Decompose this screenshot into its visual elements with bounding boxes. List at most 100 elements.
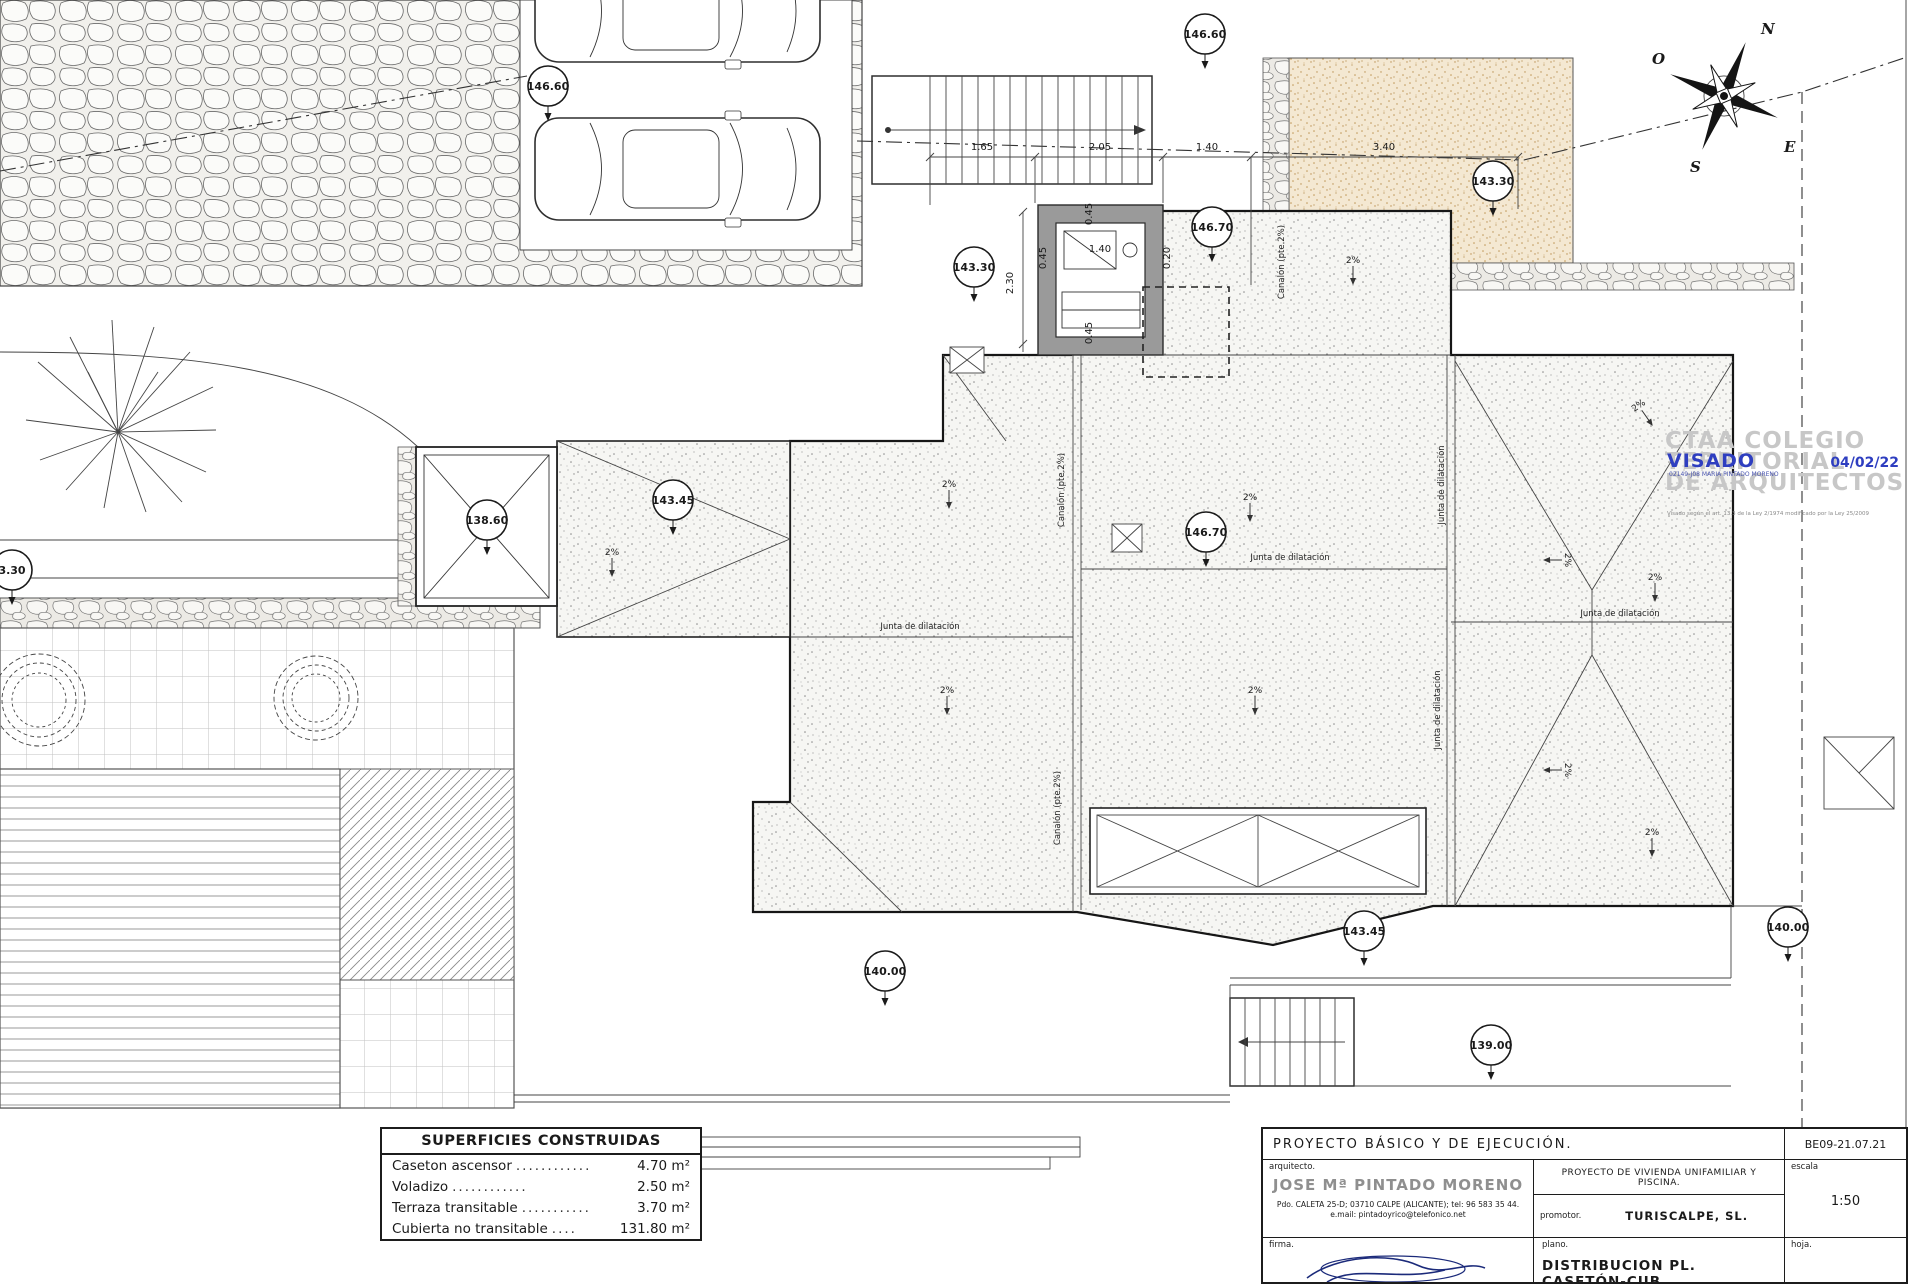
dimension-label: 0.45 [1084, 322, 1095, 344]
svg-text:143.30: 143.30 [1472, 175, 1515, 188]
bush [0, 653, 86, 747]
elevation-marker: 140.00 [1767, 906, 1810, 962]
svg-text:2%: 2% [1243, 493, 1258, 503]
slope-arrow: 2% [1346, 256, 1361, 285]
stairs-top [871, 75, 1153, 185]
car [534, 0, 821, 70]
page-label: hoja. [1791, 1240, 1812, 1250]
svg-text:140.00: 140.00 [864, 965, 907, 978]
expansion-joint-label: Junta de dilatación [1432, 670, 1443, 750]
slope-arrow: 2% [1248, 686, 1263, 715]
architect-address: Pdo. CALETA 25-D; 03710 CALPE (ALICANTE)… [1276, 1200, 1520, 1209]
dimension-label: 2.05 [1089, 142, 1111, 153]
sheet-code: BE09-21.07.21 [1784, 1129, 1906, 1159]
dimension-label: 0.20 [1162, 247, 1173, 269]
area-value: 4.70 m² [637, 1158, 690, 1174]
svg-text:139.00: 139.00 [1470, 1039, 1513, 1052]
sheet-name: DISTRIBUCION PL. CASETÓN-CUB [1542, 1258, 1696, 1282]
compass-rose: N O E S [1652, 20, 1796, 176]
expansion-joint-label: Junta de dilatación [879, 621, 959, 632]
table-row: Caseton ascensor ............ 4.70 m² [382, 1155, 700, 1176]
elevation-marker: 146.60 [527, 65, 570, 121]
visado-text: VISADO [1667, 450, 1756, 472]
steps-strip [647, 1136, 1081, 1170]
architect-name: JOSE Mª PINTADO MORENO [1272, 1176, 1524, 1194]
areas-table-title: SUPERFICIES CONSTRUIDAS [382, 1129, 700, 1155]
roof-triangle-section [556, 440, 791, 638]
area-label: Terraza transitable [392, 1200, 518, 1216]
compass-e-label: E [1783, 138, 1796, 156]
bush [273, 655, 359, 741]
visado-date: 04/02/22 [1830, 455, 1899, 471]
dimension-label: 1.65 [971, 142, 993, 153]
compass-s-label: S [1690, 158, 1701, 176]
table-row: Terraza transitable ........... 3.70 m² [382, 1197, 700, 1218]
svg-text:143.30: 143.30 [953, 261, 996, 274]
slope-arrow: 2% [942, 480, 957, 509]
slope-arrow: 2% [1543, 763, 1572, 778]
architect-cell: arquitecto. JOSE Mª PINTADO MORENO Pdo. … [1263, 1159, 1533, 1237]
elevation-marker: 143.30 [1472, 160, 1515, 216]
stamp-reference: 02149-J08 MARIA PINTADO MORENO [1669, 471, 1779, 478]
elevation-marker: 138.60 [466, 499, 509, 555]
svg-text:2%: 2% [1648, 573, 1663, 583]
signature-cell: firma. [1263, 1237, 1533, 1282]
area-value: 2.50 m² [637, 1179, 690, 1195]
promoter-row: promotor. TURISCALPE, SL. [1534, 1195, 1784, 1237]
table-row: Cubierta no transitable .... 131.80 m² [382, 1218, 700, 1239]
dimension-label: 2.30 [1005, 272, 1016, 294]
elevator-shaft [1037, 204, 1164, 356]
project-title: PROYECTO BÁSICO Y DE EJECUCIÓN. [1273, 1136, 1573, 1152]
slope-arrow: 2% [1543, 553, 1572, 568]
dimension-label: 1.40 [1089, 244, 1111, 255]
stamp-org-line: DE ARQUITECTOS [1665, 470, 1905, 496]
stamp-org-line: CTAA COLEGIO [1665, 428, 1866, 454]
area-value: 3.70 m² [637, 1200, 690, 1216]
area-label: Caseton ascensor [392, 1158, 512, 1174]
project-cell: PROYECTO DE VIVIENDA UNIFAMILIAR Y PISCI… [1533, 1159, 1784, 1237]
visado-stamp: CTAA COLEGIO TERRITORIAL DE ARQUITECTOS … [1665, 428, 1905, 518]
architect-email: e.mail: pintadoyrico@telefonico.net [1330, 1210, 1466, 1219]
slope-arrow: 2% [1243, 493, 1258, 522]
decking-area [0, 768, 341, 1109]
sheet-name-cell: plano. DISTRIBUCION PL. CASETÓN-CUB [1533, 1237, 1784, 1282]
title-block: PROYECTO BÁSICO Y DE EJECUCIÓN. BE09-21.… [1261, 1127, 1908, 1284]
area-label: Voladizo [392, 1179, 449, 1195]
elevation-marker: 143.30 [953, 246, 996, 302]
annotations-layer: 146.60146.60143.30146.70143.30138.60143.… [0, 13, 1810, 1080]
svg-text:2%: 2% [940, 686, 955, 696]
dimension-label: 3.40 [1373, 142, 1395, 153]
table-row: Voladizo ............ 2.50 m² [382, 1176, 700, 1197]
setback-dashed-rect [1142, 286, 1230, 378]
gutter-label: Canalón (pte.2%) [1052, 771, 1063, 845]
elevation-marker: 146.70 [1185, 511, 1228, 567]
area-dots: .... [551, 1221, 577, 1237]
areas-table: SUPERFICIES CONSTRUIDAS Caseton ascensor… [380, 1127, 702, 1241]
roof-hatch-square [1111, 523, 1143, 553]
svg-text:2%: 2% [1562, 763, 1572, 778]
expansion-joint-label: Junta de dilatación [1579, 608, 1659, 619]
elevation-marker: 143.45 [1343, 910, 1385, 966]
gutter-label: Canalón (pte.2%) [1276, 225, 1287, 299]
boundary-lines [0, 57, 1905, 1150]
car [534, 110, 821, 228]
expansion-joint-label: Junta de dilatación [1249, 552, 1329, 563]
scale-cell: escala 1:50 [1784, 1159, 1906, 1237]
svg-text:138.60: 138.60 [466, 514, 509, 527]
page-cell: hoja. [1784, 1237, 1906, 1282]
svg-text:140.00: 140.00 [1767, 921, 1810, 934]
stamp-note: Visado según el art. 13.3 de la Ley 2/19… [1667, 511, 1870, 517]
sheet-label: plano. [1542, 1240, 1569, 1250]
scale-label: escala [1791, 1162, 1819, 1172]
stair-step-lines [929, 76, 1336, 1086]
elevation-marker: 3.30 [0, 549, 33, 605]
stairs-bottom-right [1229, 997, 1355, 1087]
area-label: Cubierta no transitable [392, 1221, 548, 1237]
expansion-joint-label: Junta de dilatación [1436, 445, 1447, 525]
promoter-name: TURISCALPE, SL. [1625, 1209, 1749, 1223]
signature-scribble [1306, 1255, 1486, 1282]
svg-text:2%: 2% [1645, 828, 1660, 838]
slope-arrow: 2% [940, 686, 955, 715]
terrace-edges [514, 905, 1802, 1103]
